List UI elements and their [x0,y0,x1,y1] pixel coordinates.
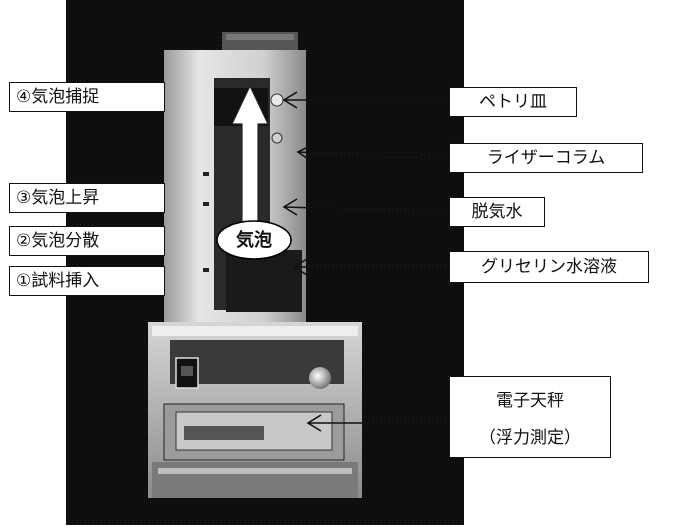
step4-label: ④気泡捕捉 [9,82,165,112]
balance-line2: （浮力測定） [479,428,581,448]
bubble-ellipse [216,220,292,260]
step3-text: ③気泡上昇 [16,187,100,208]
riser-text: ライザーコラム [486,147,606,168]
glycerin-text: グリセリン水溶液 [481,256,617,277]
step2-text: ②気泡分散 [16,230,100,251]
step2-label: ②気泡分散 [9,226,165,256]
degassed-text: 脱気水 [471,201,523,222]
petri-dish-mark [270,93,284,107]
arrow-degassed [283,206,449,213]
petri-label: ペトリ皿 [449,87,577,117]
step3-label: ③気泡上昇 [9,183,165,213]
step1-text: ①試料挿入 [16,270,100,291]
step1-label: ①試料挿入 [9,266,165,296]
glycerin-label: グリセリン水溶液 [449,251,649,283]
petri-text: ペトリ皿 [479,91,547,112]
pointer-arrows [282,91,449,432]
glycerin-section [226,250,302,312]
arrow-riser [297,151,449,161]
balance-line1: 電子天秤 [496,391,564,411]
degassed-label: 脱気水 [449,197,545,227]
balance-label: 電子天秤 （浮力測定） [449,376,611,458]
step4-text: ④気泡捕捉 [16,86,100,107]
riser-label: ライザーコラム [449,143,643,173]
bubble-label: 気泡 [217,229,291,253]
bubble-text: 気泡 [236,230,272,251]
knob [309,367,331,389]
